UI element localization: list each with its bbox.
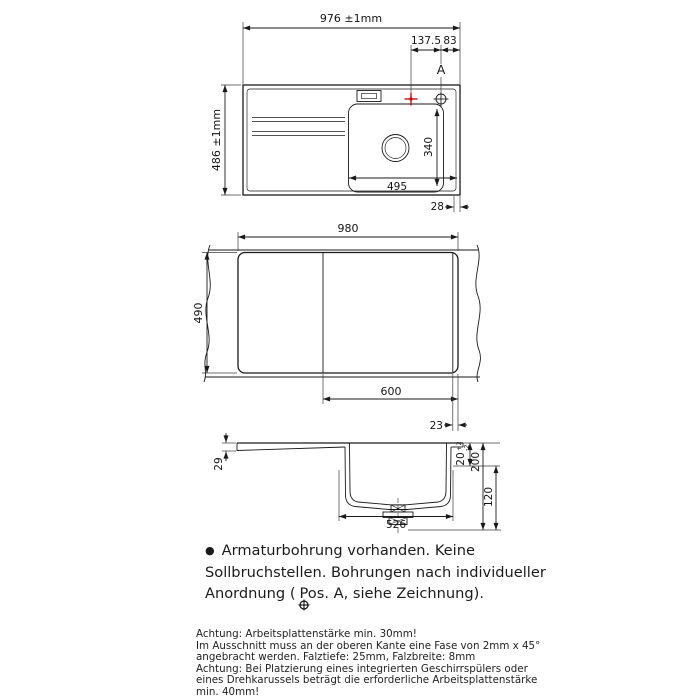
drawing-svg: 976 ±1mm 137.5 83 A 486 ±1mm 495 3 (192, 12, 501, 534)
footnote-block: Achtung: Arbeitsplattenstärke min. 30mm!… (196, 628, 541, 699)
dim-20-tol-minus: -2 (463, 445, 471, 451)
dim-120-label: 120 (483, 487, 495, 507)
overflow-window (356, 90, 382, 102)
dim-29: 29 (213, 433, 236, 471)
dim-1375-label: 137.5 (411, 35, 441, 47)
footnote-line-2: Im Ausschnitt muss an der oberen Kante e… (196, 639, 541, 652)
dim-28: 28 (431, 196, 469, 213)
dim-120: 120 (483, 466, 499, 530)
sink-rim (246, 88, 457, 192)
footnote-line-3: angebracht werden. Falztiefe: 25mm, Falz… (196, 651, 476, 664)
main-note-line1: Armaturbohrung vorhanden. Keine (221, 542, 475, 559)
main-note-line3-text: Pos. A, siehe Zeichnung). (299, 585, 485, 602)
dim-490: 490 (192, 252, 237, 374)
footnote-line-6: min. 40mm! (196, 685, 260, 698)
dim-29-label: 29 (213, 457, 225, 470)
section-view: 29 20 +2 -2 200 120 5 (213, 433, 501, 534)
dim-340-label: 340 (423, 137, 435, 157)
dim-28-label: 28 (431, 201, 444, 213)
dim-495-label: 495 (387, 181, 407, 193)
dim-340: 340 (423, 109, 440, 186)
footnote-line-1: Achtung: Arbeitsplattenstärke min. 30mm! (196, 628, 417, 640)
dim-490-label: 490 (192, 303, 205, 324)
drainboard-underside (236, 446, 346, 451)
dim-526-label: 526 (386, 519, 406, 531)
dim-20: 20 +2 -2 (453, 441, 500, 467)
dim-976: 976 ±1mm (242, 12, 461, 84)
dim-23-label: 23 (430, 420, 443, 432)
sink-outline (242, 84, 461, 196)
cutout-outline (237, 251, 459, 374)
drain-circle-outer (381, 134, 410, 162)
dim-600-label: 600 (381, 385, 402, 398)
main-note: ● Armaturbohrung vorhanden. Keine Sollbr… (205, 540, 546, 611)
dim-486-label: 486 ±1mm (210, 109, 223, 171)
bowl-outline (348, 103, 444, 193)
bowl-section-inner (349, 442, 447, 506)
drain-circle-inner (384, 137, 407, 159)
main-note-line2: Sollbruchstellen. Bohrungen nach individ… (205, 564, 546, 581)
main-note-line3-prefix: Anordnung ( (205, 585, 296, 602)
dim-600: 600 (322, 374, 459, 431)
dim-526: 526 (338, 470, 454, 531)
bullet-icon: ● (205, 544, 215, 557)
dim-980-label: 980 (338, 222, 359, 235)
dim-23: 23 (430, 374, 467, 432)
dim-200: 200 (408, 443, 501, 531)
position-a-marker (433, 91, 449, 107)
dim-20-tol-plus: +2 (455, 441, 463, 451)
footnote-line-4: Achtung: Bei Platzierung eines integrier… (196, 662, 528, 675)
footnote-line-5: eines Drehkarussels beträgt die erforder… (196, 674, 538, 687)
position-a-label: A (437, 62, 446, 77)
dim-200-label: 200 (470, 452, 482, 472)
cutout-view: 980 490 600 23 (192, 222, 481, 432)
dim-137-83: 137.5 83 A (410, 35, 460, 92)
dim-486: 486 ±1mm (210, 84, 241, 196)
dim-980: 980 (237, 222, 459, 251)
break-line-right (475, 244, 481, 383)
dim-976-label: 976 ±1mm (320, 12, 382, 25)
faucet-hole-marker (404, 92, 418, 106)
top-view: 976 ±1mm 137.5 83 A 486 ±1mm 495 3 (210, 12, 469, 213)
dim-83-label: 83 (443, 35, 456, 47)
drainboard-grooves (252, 117, 345, 136)
dim-20-label: 20 (455, 452, 467, 465)
